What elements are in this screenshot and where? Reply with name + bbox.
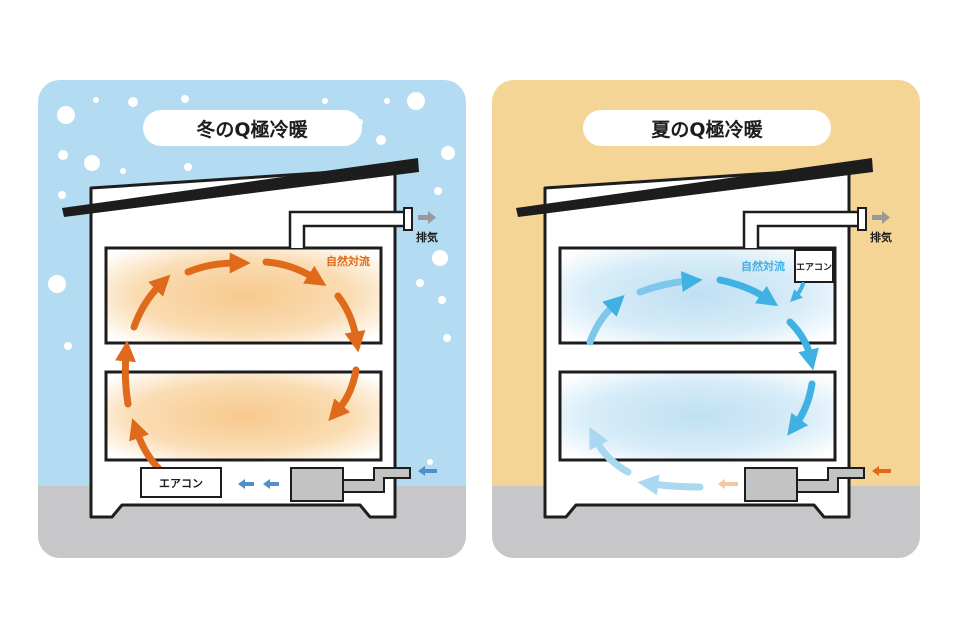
winter-outdoor-intake-arrow: [418, 466, 437, 476]
summer-exhaust-label: 排気: [870, 230, 892, 244]
summer-exhaust-arrow: [872, 211, 890, 224]
arrow-top-1: [184, 252, 251, 276]
arrow-ac-out: [790, 282, 805, 302]
winter-exhaust-label: 排気: [416, 230, 438, 244]
summer-indoor-intake-arrow: [718, 479, 738, 489]
summer-outdoor-intake-arrow: [872, 466, 891, 476]
arrow-bottom: [637, 474, 704, 496]
arrow-up-left: [589, 426, 632, 476]
arrow-top-2: [262, 258, 327, 286]
snowflakes: [48, 92, 455, 465]
summer-title: 夏のQ極冷暖: [651, 118, 763, 141]
winter-lower-floor: [104, 370, 383, 462]
winter-title-pill: [143, 110, 362, 146]
arrow-top-2: [716, 276, 779, 307]
summer-title-pill: [583, 110, 831, 146]
summer-ac-box: [794, 249, 834, 283]
winter-indoor-intake-arrows: [238, 479, 279, 489]
winter-panel: 冬のQ極冷暖 排気 自然対流 エアコン: [38, 80, 466, 558]
winter-convection-label: 自然対流: [326, 254, 370, 268]
summer-convection-label: 自然対流: [741, 259, 785, 273]
winter-exhaust-arrow: [418, 211, 436, 224]
arrow-down-1: [334, 292, 366, 353]
summer-intake-duct: [796, 467, 865, 493]
arrow-up-1: [586, 294, 625, 346]
winter-ac-box: [140, 467, 222, 498]
winter-roof: [62, 158, 419, 217]
winter-convection-arrows: [115, 252, 366, 474]
summer-convection-arrows: [586, 271, 819, 496]
summer-panel: 夏のQ極冷暖 排気 エアコン 自然対流: [492, 80, 920, 558]
arrow-down-2: [787, 380, 816, 436]
summer-roof: [516, 158, 873, 217]
winter-title: 冬のQ極冷暖: [196, 118, 308, 141]
arrow-top-1: [636, 271, 703, 296]
summer-exhaust-cap: [857, 207, 867, 231]
arrow-up-3: [130, 274, 171, 331]
summer-ac-label: エアコン: [796, 262, 832, 273]
arrow-down-2: [328, 366, 360, 422]
winter-exhaust-cap: [403, 207, 413, 231]
summer-ventilation-unit: [744, 467, 798, 502]
winter-ac-label: エアコン: [159, 477, 203, 490]
winter-ventilation-unit: [290, 467, 344, 502]
arrow-up-2: [115, 340, 136, 408]
arrow-down-1: [786, 318, 819, 371]
winter-intake-duct: [342, 467, 411, 493]
